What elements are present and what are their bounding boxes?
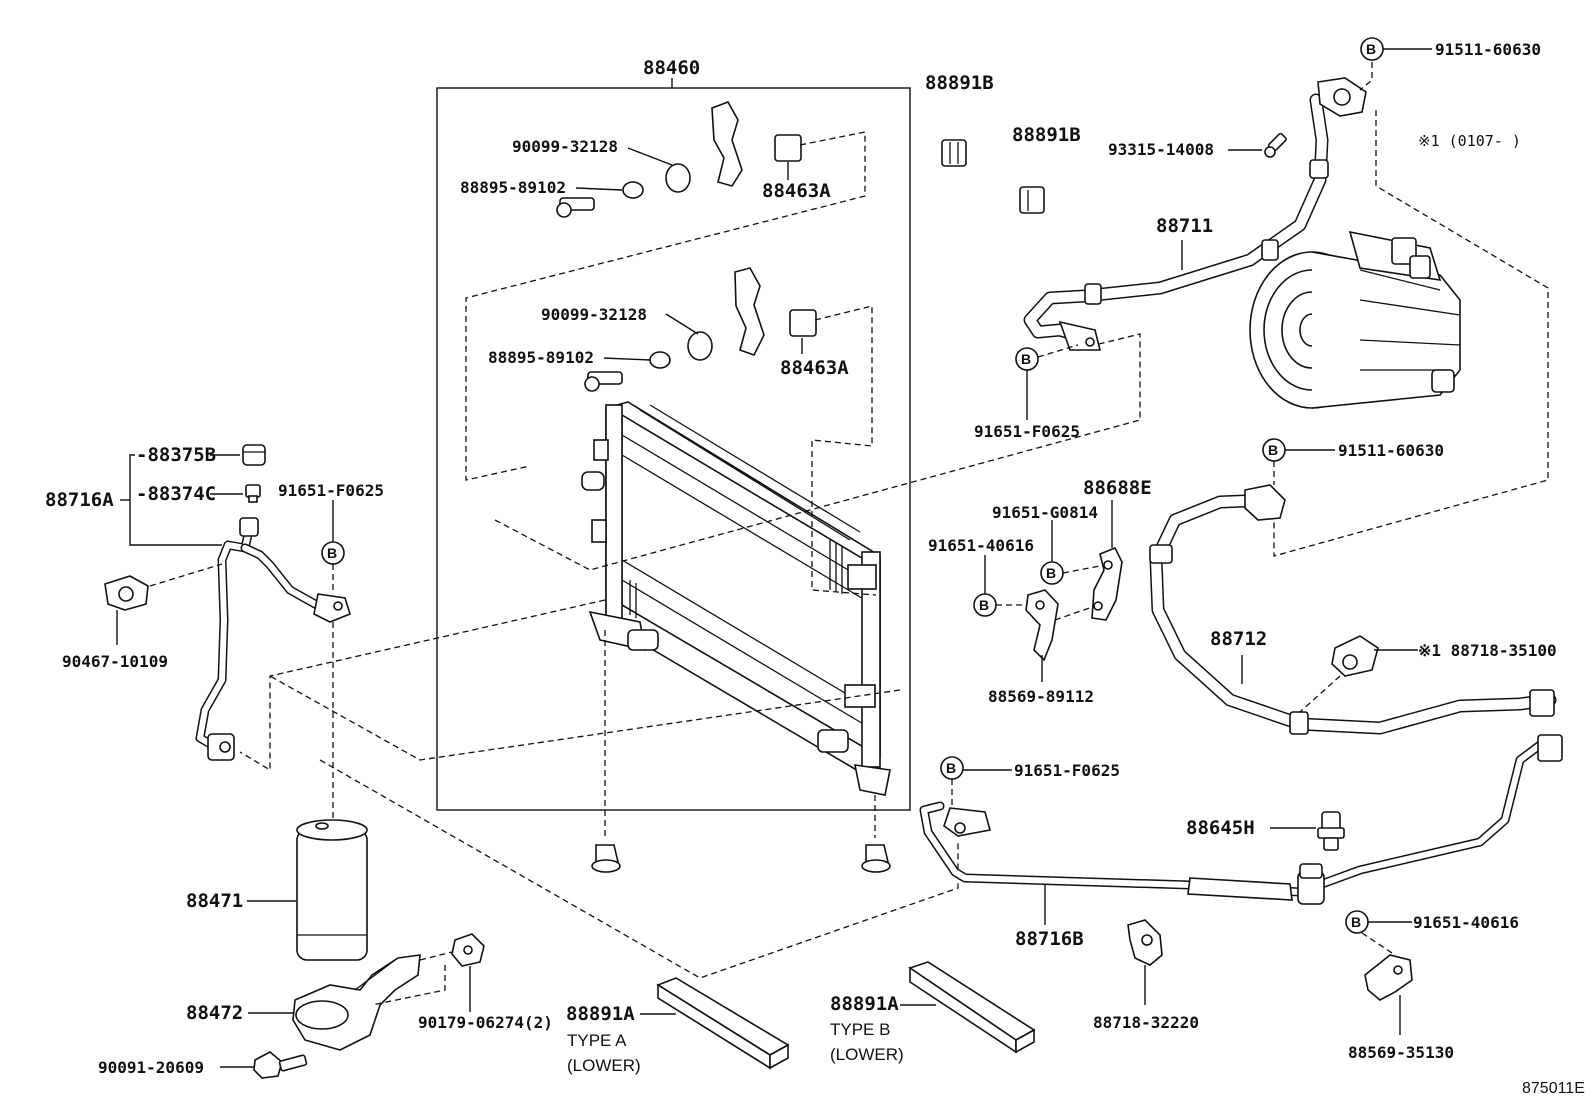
clamp-88569-89112: [1025, 589, 1059, 662]
label-90099-32128-lower[interactable]: 90099-32128: [541, 305, 647, 324]
cushion-88891B-second: [1019, 186, 1045, 214]
label-88716B[interactable]: 88716B: [1015, 928, 1084, 950]
label-88374C[interactable]: -88374C: [136, 483, 216, 505]
upper-bracket-set: [556, 101, 802, 218]
label-type-b: TYPE B: [830, 1020, 890, 1039]
label-91511-60630-mid[interactable]: 91511-60630: [1338, 441, 1444, 460]
label-88463A-upper[interactable]: 88463A: [762, 180, 831, 202]
ac-compressor-illustration: [1249, 230, 1461, 409]
label-88718-35100[interactable]: ※1 88718-35100: [1418, 641, 1557, 660]
svg-text:B: B: [946, 760, 956, 776]
label-90091-20609[interactable]: 90091-20609: [98, 1058, 204, 1077]
clip-88718-32220: [1127, 919, 1163, 966]
label-90467-10109[interactable]: 90467-10109: [62, 652, 168, 671]
label-88463A-lower[interactable]: 88463A: [780, 357, 849, 379]
label-88471[interactable]: 88471: [186, 890, 243, 912]
drawing-code: 875011E: [1522, 1080, 1585, 1097]
label-88891B-second[interactable]: 88891B: [1012, 124, 1081, 146]
label-type-a-lower: (LOWER): [567, 1056, 641, 1075]
label-88569-89112[interactable]: 88569-89112: [988, 687, 1094, 706]
svg-text:B: B: [1021, 351, 1031, 367]
note-serial-range: ※1 (0107- ): [1418, 132, 1521, 150]
label-type-b-lower: (LOWER): [830, 1045, 904, 1064]
label-88569-35130[interactable]: 88569-35130: [1348, 1043, 1454, 1062]
label-91651-f0625-left[interactable]: 91651-F0625: [278, 481, 384, 500]
svg-text:B: B: [1366, 41, 1376, 57]
label-90099-32128-upper[interactable]: 90099-32128: [512, 137, 618, 156]
cushion-88891A-type-a: [656, 977, 790, 1070]
cap-88375B: [242, 444, 266, 466]
bracket-88472: [292, 954, 421, 1051]
svg-text:B: B: [1046, 565, 1056, 581]
label-93315-14008[interactable]: 93315-14008: [1108, 140, 1214, 159]
clip-88718-35100: [1331, 635, 1379, 677]
lower-bracket-set: [584, 267, 817, 392]
label-88472[interactable]: 88472: [186, 1002, 243, 1024]
label-88716A[interactable]: 88716A: [45, 489, 114, 511]
label-88891B-top[interactable]: 88891B: [925, 72, 994, 94]
condenser-core-illustration: [581, 401, 891, 796]
label-88711[interactable]: 88711: [1156, 215, 1213, 237]
label-91651-f0625-low[interactable]: 91651-F0625: [1014, 761, 1120, 780]
label-88460[interactable]: 88460: [643, 57, 700, 79]
clamp-88569-35130: [1364, 954, 1413, 1001]
cushion-88891A-type-b: [908, 961, 1036, 1054]
label-88895-89102-lower[interactable]: 88895-89102: [488, 348, 594, 367]
bolt-90091-20609: [253, 1051, 308, 1079]
label-type-a: TYPE A: [567, 1031, 627, 1050]
label-91511-60630-top[interactable]: 91511-60630: [1435, 40, 1541, 59]
nut-90179-06274: [451, 933, 485, 967]
condenser-assembly-frame: [436, 87, 911, 811]
label-88712[interactable]: 88712: [1210, 628, 1267, 650]
label-91651-40616-low[interactable]: 91651-40616: [1413, 913, 1519, 932]
bracket-90467-10109: [104, 575, 149, 611]
svg-text:B: B: [1268, 442, 1278, 458]
label-91651-40616-mid[interactable]: 91651-40616: [928, 536, 1034, 555]
label-88891A-type-a[interactable]: 88891A: [566, 1003, 635, 1025]
label-88688E[interactable]: 88688E: [1083, 477, 1152, 499]
bracket-88688E: [1091, 546, 1123, 621]
condenser-clip-right: [861, 844, 891, 873]
label-91651-f0625-mid[interactable]: 91651-F0625: [974, 422, 1080, 441]
label-88375B[interactable]: -88375B: [136, 444, 216, 466]
cushion-88891B-top: [941, 139, 967, 167]
condenser-clip-left: [591, 844, 621, 873]
label-88645H[interactable]: 88645H: [1186, 817, 1255, 839]
label-88718-32220[interactable]: 88718-32220: [1093, 1013, 1199, 1032]
receiver-dryer-88471: [296, 819, 368, 961]
svg-text:B: B: [979, 597, 989, 613]
svg-text:B: B: [327, 545, 337, 561]
label-88895-89102-upper[interactable]: 88895-89102: [460, 178, 566, 197]
label-90179-06274[interactable]: 90179-06274(2): [418, 1013, 553, 1032]
label-91651-g0814[interactable]: 91651-G0814: [992, 503, 1098, 522]
cap-88374C: [245, 484, 261, 503]
svg-text:B: B: [1351, 914, 1361, 930]
label-88891A-type-b[interactable]: 88891A: [830, 993, 899, 1015]
pressure-switch-88645H: [1317, 811, 1345, 851]
bolt-93315-14008: [1264, 132, 1287, 158]
